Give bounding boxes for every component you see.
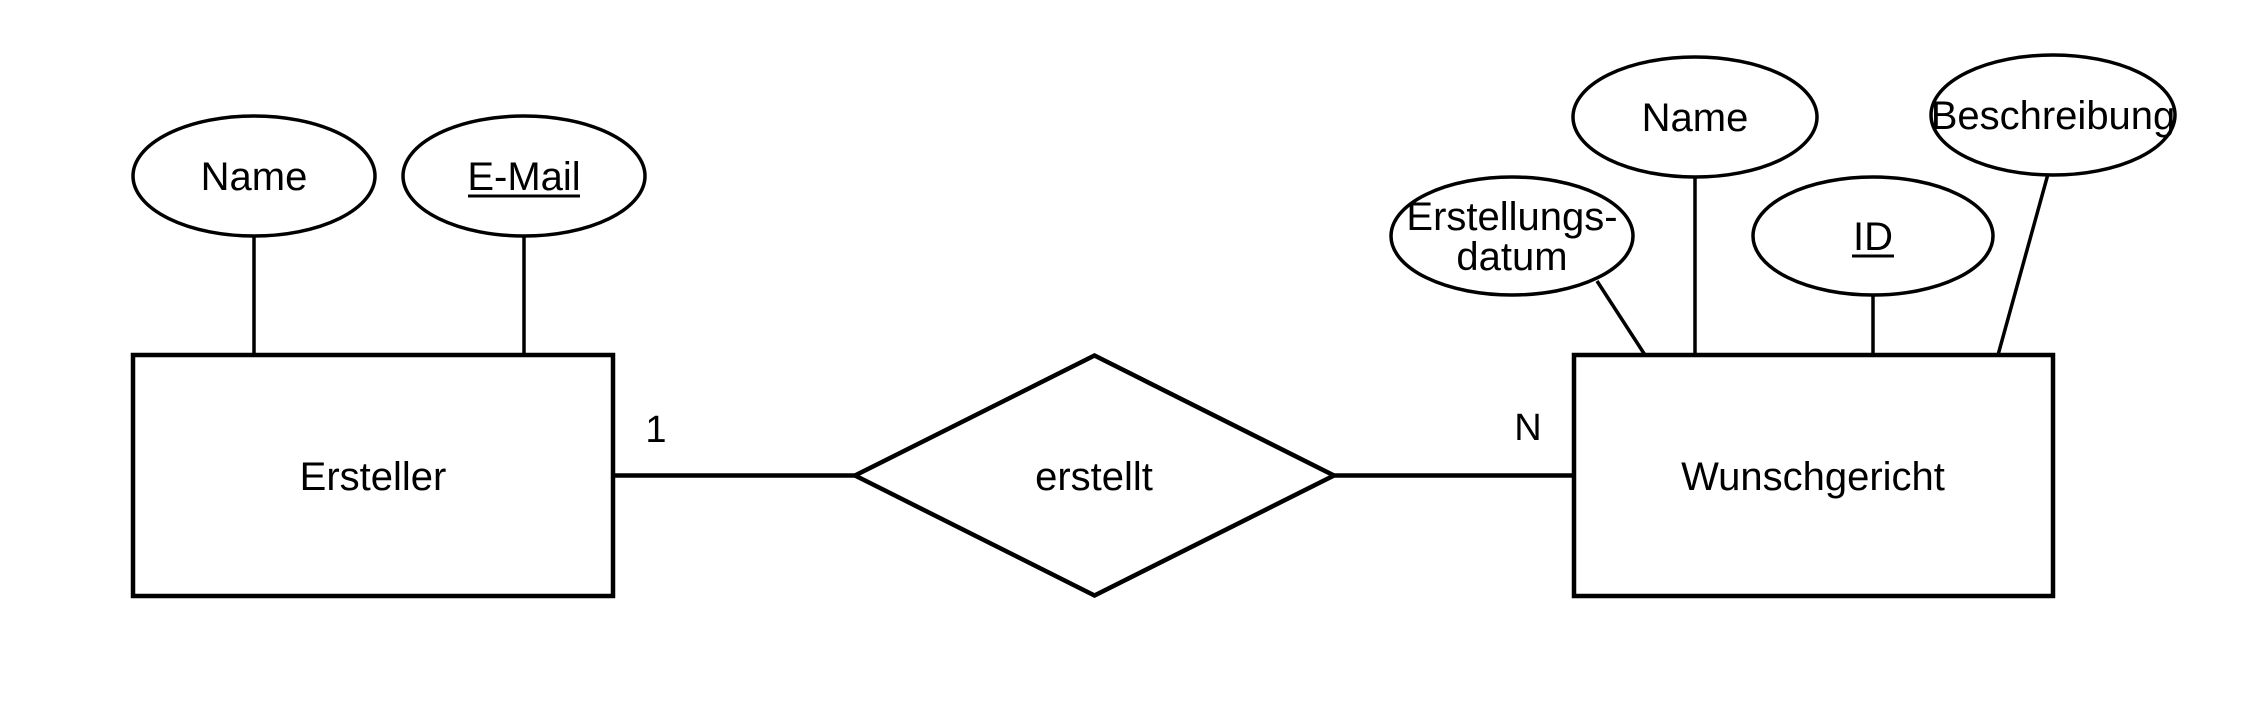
connector-wunschgericht-beschreibung [1996,173,2050,356]
attribute-ersteller-email-ellipse [401,114,647,238]
entity-ersteller-label: Ersteller [300,455,447,499]
connector-wunschgericht-erstellungsdatum [1595,280,1647,356]
attribute-wunschgericht-erstellungsdatum-label-line2: datum [1456,235,1567,279]
attribute-wunschgericht-name-ellipse [1571,55,1819,179]
attribute-wunschgericht-erstellungsdatum-ellipse [1389,175,1635,297]
attribute-ersteller-name-ellipse [131,114,377,238]
cardinality-left-label: 1 [645,409,666,451]
attribute-wunschgericht-beschreibung-label: Beschreibung [1931,94,2176,138]
entity-wunschgericht-box [1571,352,2056,599]
cardinality-right-label: N [1514,407,1541,449]
entity-wunschgericht-label: Wunschgericht [1681,455,1945,499]
entity-ersteller-box [130,352,616,599]
relationship-erstellt-label: erstellt [1035,455,1153,499]
attribute-wunschgericht-erstellungsdatum-label-line1: Erstellungs- [1406,195,1617,239]
attribute-wunschgericht-name-label: Name [1642,96,1749,140]
attribute-ersteller-name-label: Name [201,155,308,199]
attribute-ersteller-email-label: E-Mail [467,155,580,199]
attribute-wunschgericht-id-ellipse [1751,175,1995,297]
relationship-erstellt-diamond [849,352,1340,599]
attribute-wunschgericht-id-label: ID [1853,215,1893,259]
attribute-wunschgericht-beschreibung-ellipse [1929,53,2177,177]
